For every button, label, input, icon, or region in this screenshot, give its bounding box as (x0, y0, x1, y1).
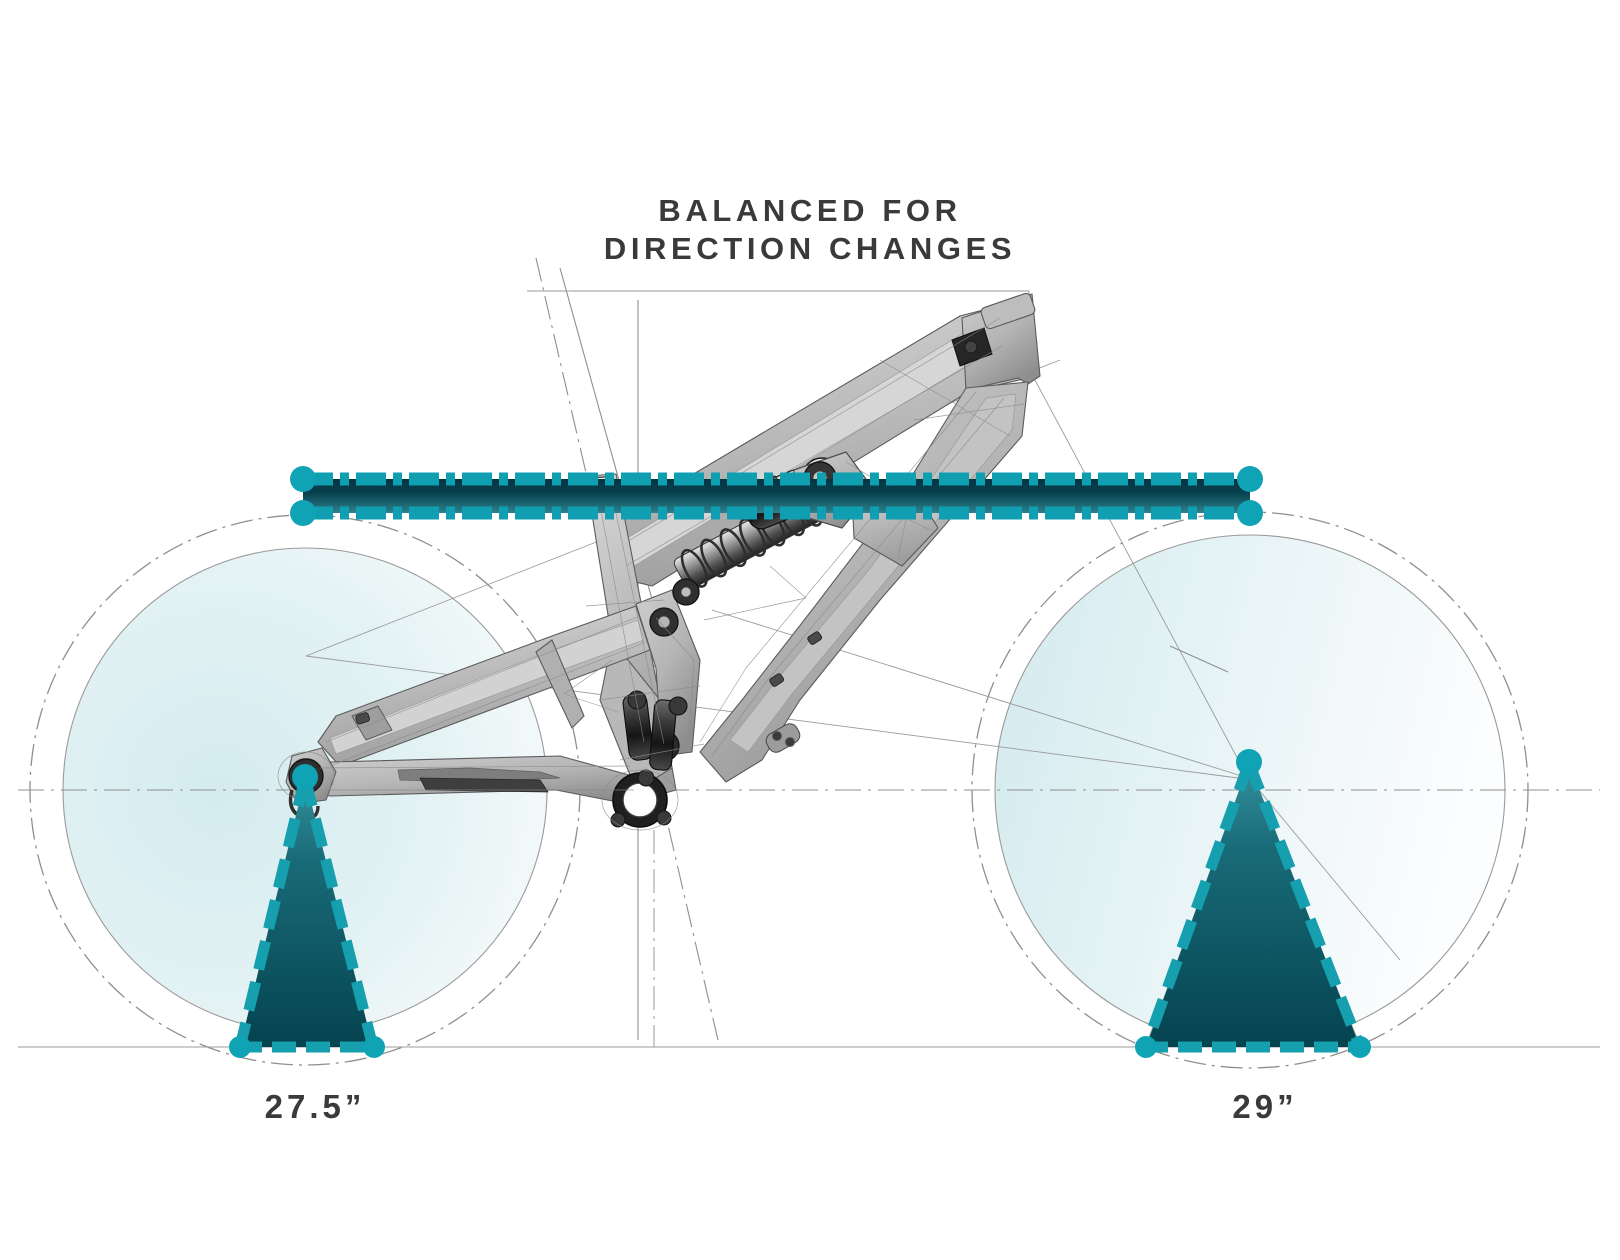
left-cornering-cone (229, 764, 385, 1058)
guide-line-h (1248, 777, 1401, 961)
bolt-downtube-2 (807, 631, 823, 645)
left-cone-apex-node (292, 764, 318, 790)
balance-bar-node-bottom-left (290, 500, 316, 526)
head-badge-eyelet (964, 340, 978, 354)
shock-eyelet-lower-core (680, 586, 692, 598)
bolt-seatstay (355, 712, 370, 725)
guide-line-d (1027, 366, 1249, 779)
cable-port-hole-1 (771, 730, 783, 742)
cable-port-hole-2 (784, 736, 796, 748)
balance-bar-fill (303, 479, 1250, 513)
stability-balance-bar (290, 466, 1263, 526)
bb-bolt-right (656, 810, 672, 826)
right-cornering-cone (1135, 749, 1371, 1058)
guide-line-e (1169, 645, 1229, 673)
lower-link-pivot-top-core (657, 615, 671, 629)
right-cone-outline (1140, 760, 1366, 1050)
head-tube-cap (980, 292, 1036, 330)
chain-stay-protector (419, 777, 549, 793)
left-cone-outline (234, 776, 379, 1049)
right-cone-apex-node (1236, 749, 1262, 775)
balance-bar-node-top-left (290, 466, 316, 492)
bolt-downtube-1 (769, 673, 785, 687)
left-cone-fill (240, 778, 373, 1047)
balance-bar-node-bottom-right (1237, 500, 1263, 526)
right-cone-base-node-left (1135, 1036, 1157, 1058)
right-cone-fill (1146, 763, 1360, 1047)
left-cone-base-node-left (229, 1036, 251, 1058)
lower-link-arm (635, 589, 701, 757)
right-cone-base-node-right (1349, 1036, 1371, 1058)
lower-damper-body-2 (649, 699, 677, 771)
left-cone-base-node-right (363, 1036, 385, 1058)
balance-bar-node-top-right (1237, 466, 1263, 492)
lower-damper-eye-top-2 (668, 696, 688, 716)
cable-port-downtube (765, 723, 801, 753)
lower-damper-eye-bottom (637, 769, 655, 787)
bb-bolt-left (610, 812, 626, 828)
stay-bridge (535, 639, 585, 729)
